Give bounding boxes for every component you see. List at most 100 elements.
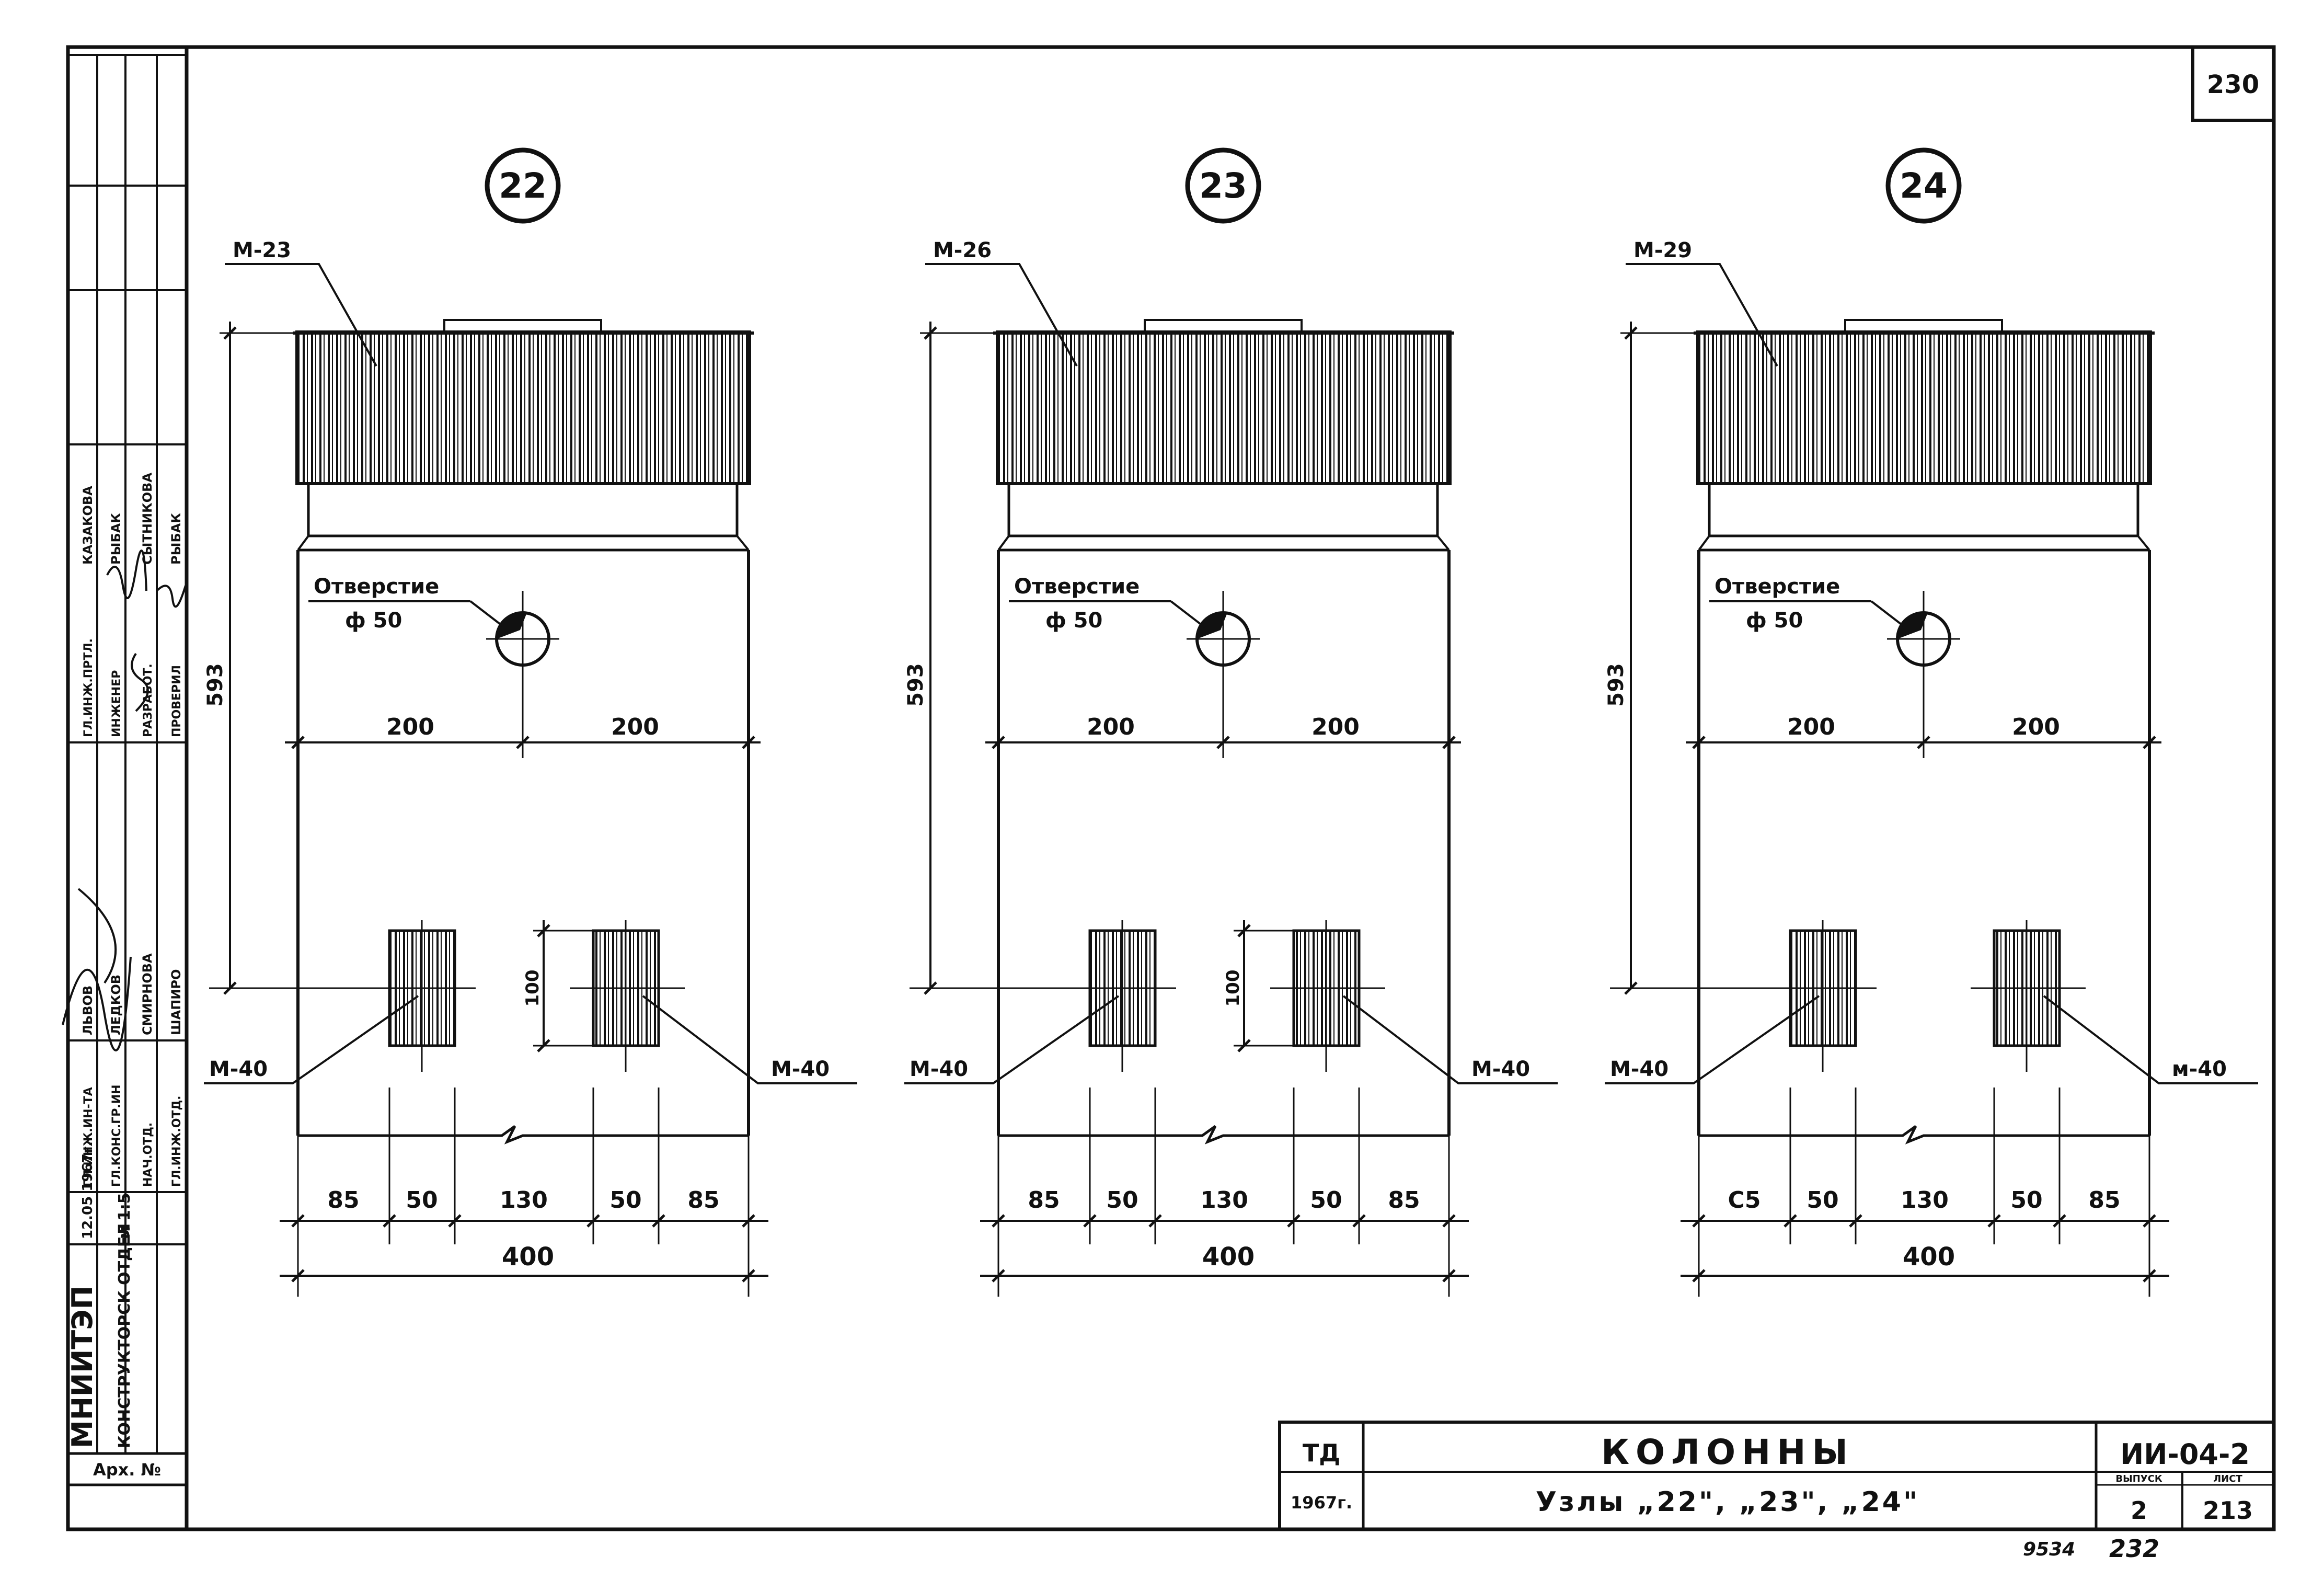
top-plate-leader xyxy=(225,263,377,367)
stamp-role-2: ГЛ.КОНС.ГР.ИН xyxy=(110,1084,123,1187)
hole-label: Отверстие xyxy=(1014,575,1140,599)
drawing-title: КОЛОННЫ xyxy=(1601,1432,1854,1472)
detail-number: 24 xyxy=(1900,166,1948,206)
dimension-tick xyxy=(1692,736,1706,749)
hole-shade xyxy=(1897,612,1928,639)
column-neck xyxy=(307,482,739,537)
archive-label: Арх. № xyxy=(93,1460,161,1480)
title-year: 1967г. xyxy=(1291,1493,1352,1513)
stamp-date: 12.05 1967г. xyxy=(80,1141,96,1239)
top-plate-hatched xyxy=(295,330,751,485)
detail-number-bubble xyxy=(1185,147,1261,224)
embed-label-left: М-40 xyxy=(1610,1057,1669,1081)
stamp-role-8: ПРОВЕРИЛ xyxy=(170,665,183,737)
lower-dim-4: 50 xyxy=(2010,1187,2042,1214)
embed-leader-right xyxy=(1342,995,1558,1084)
dimension-tick xyxy=(992,1269,1005,1283)
embed-leader-left xyxy=(904,995,1120,1084)
lower-dim-5: 85 xyxy=(687,1187,719,1214)
column-neck xyxy=(1708,482,2139,537)
embed-label-right: М-40 xyxy=(771,1057,830,1081)
hole-leader xyxy=(1870,600,1906,628)
embed-label-right: м-40 xyxy=(2172,1057,2227,1081)
issue-number: 2 xyxy=(2131,1496,2147,1525)
chamfer-left xyxy=(1698,535,1710,551)
stamp-department: КОНСТРУКТОРСК ОТДЕЛ xyxy=(116,1223,134,1448)
series-code: ИИ-04-2 xyxy=(2120,1438,2250,1471)
dimension-tick xyxy=(291,736,305,749)
dimension-tick xyxy=(1442,1269,1456,1283)
hole-leader xyxy=(1170,600,1206,628)
stamp-name-3: СМИРНОВА xyxy=(140,953,155,1035)
break-line xyxy=(998,1125,1449,1144)
title-block: ТД 1967г. КОЛОННЫ Узлы „22", „23", „24" … xyxy=(1278,1421,2275,1531)
total-dimension: 400 xyxy=(1903,1242,1955,1272)
signature-scribble xyxy=(62,550,187,1051)
upper-dim-right: 200 xyxy=(1311,714,1360,740)
stamp-name-6: РЫБАК xyxy=(109,513,123,565)
dimension-tick xyxy=(291,1269,305,1283)
dimension-tick xyxy=(2143,736,2156,749)
dimension-tick xyxy=(1692,1269,1706,1283)
stamp-role-3: НАЧ.ОТД. xyxy=(142,1123,155,1187)
stamp-role-6: ИНЖЕНЕР xyxy=(110,670,123,737)
column-neck xyxy=(1007,482,1439,537)
sheet-number: 213 xyxy=(2203,1496,2253,1525)
dimension-tick xyxy=(516,736,530,749)
upper-dim-left: 200 xyxy=(386,714,434,740)
lower-dim-3: 130 xyxy=(1901,1187,1949,1214)
side-dimension: 100 xyxy=(1223,970,1244,1007)
top-plate-label: М-26 xyxy=(933,238,992,262)
detail-number-bubble xyxy=(485,147,561,224)
embed-leader-left xyxy=(1605,995,1820,1084)
stamp-role-5: ГЛ.ИНЖ.ПРТЛ. xyxy=(82,638,95,737)
dimension-tick xyxy=(742,1269,755,1283)
lower-dim-2: 50 xyxy=(406,1187,438,1214)
chamfer-left xyxy=(297,535,309,551)
lower-dim-1: С5 xyxy=(1728,1187,1761,1214)
embed-leader-left xyxy=(204,995,419,1084)
issue-label: ВЫПУСК xyxy=(2115,1473,2162,1484)
stamp-role-1: ГЛ.ИНЖ.ИН-ТА xyxy=(82,1087,95,1187)
dimension-tick xyxy=(1917,736,1930,749)
hole-shade xyxy=(496,612,527,639)
embed-label-left: М-40 xyxy=(209,1057,268,1081)
dimension-tick xyxy=(2143,1269,2156,1283)
stamp-name-8: РЫБАК xyxy=(169,513,183,565)
stamp-name-2: ЛЕДКОВ xyxy=(109,975,123,1035)
height-dimension: 593 xyxy=(203,663,227,707)
embed-label-left: М-40 xyxy=(910,1057,968,1081)
title-code: ТД xyxy=(1303,1439,1340,1467)
lower-dim-3: 130 xyxy=(1200,1187,1248,1214)
chamfer-right xyxy=(1436,535,1450,551)
embed-leader-right xyxy=(2043,995,2258,1084)
lower-dim-2: 50 xyxy=(1106,1187,1138,1214)
upper-dim-left: 200 xyxy=(1087,714,1135,740)
lower-dim-5: 85 xyxy=(2088,1187,2120,1214)
detail-number: 23 xyxy=(1199,166,1247,206)
stamp-name-1: ЛЬВОВ xyxy=(80,986,95,1035)
height-dimension: 593 xyxy=(904,663,928,707)
page-number-box xyxy=(2191,45,2275,122)
drawing-subtitle: Узлы „22", „23", „24" xyxy=(1536,1486,1919,1518)
hole-label: Отверстие xyxy=(314,575,439,599)
height-dimension: 593 xyxy=(1604,663,1628,707)
stamp-name-5: КАЗАКОВА xyxy=(80,486,95,565)
detail-number-bubble xyxy=(1885,147,1962,224)
top-plate-label: М-23 xyxy=(233,238,291,262)
chamfer-left xyxy=(997,535,1010,551)
lower-dim-4: 50 xyxy=(609,1187,641,1214)
dimension-tick xyxy=(742,736,755,749)
hole-label: Отверстие xyxy=(1715,575,1840,599)
dimension-tick xyxy=(1216,736,1230,749)
upper-dim-right: 200 xyxy=(611,714,659,740)
break-line xyxy=(1699,1125,2149,1144)
page-number: 230 xyxy=(2207,70,2259,99)
stamp-organization: МНИИТЭП xyxy=(66,1286,99,1448)
stamp-scale: м 1:5 xyxy=(116,1193,134,1239)
hole-shade xyxy=(1196,612,1227,639)
